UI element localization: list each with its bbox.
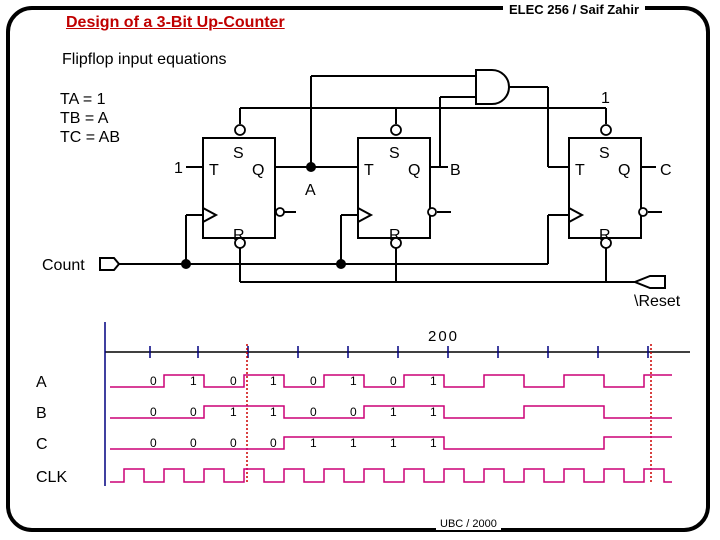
signal-c-value: 0 bbox=[150, 436, 157, 450]
signal-c-value: 0 bbox=[230, 436, 237, 450]
signal-c-name: C bbox=[36, 436, 48, 453]
signal-b-value: 1 bbox=[390, 405, 397, 419]
output-c-label: C bbox=[660, 162, 672, 179]
signal-a-name: A bbox=[36, 374, 47, 391]
equation-tc: TC = AB bbox=[60, 129, 121, 146]
flipflop-c-q-label: Q bbox=[618, 162, 630, 179]
signal-b-value: 0 bbox=[350, 405, 357, 419]
net-a-label: A bbox=[305, 182, 316, 199]
subtitle: Flipflop input equations bbox=[62, 51, 227, 68]
signal-c-value: 0 bbox=[190, 436, 197, 450]
clock-waveform bbox=[110, 468, 672, 483]
output-b-label: B bbox=[450, 162, 461, 179]
signal-b-value: 0 bbox=[190, 405, 197, 419]
signal-b-value: 1 bbox=[270, 405, 277, 419]
signal-b-value: 1 bbox=[230, 405, 237, 419]
slide-title: Design of a 3-Bit Up-Counter bbox=[66, 14, 285, 31]
footer-label: UBC / 2000 bbox=[436, 518, 501, 530]
flipflop-b-q-label: Q bbox=[408, 162, 420, 179]
clock-name: CLK bbox=[36, 469, 67, 486]
signal-a-waveform bbox=[110, 374, 672, 388]
flipflop-b-r-label: R bbox=[389, 227, 401, 244]
signal-a-value: 0 bbox=[150, 374, 157, 388]
flipflop-a-r-label: R bbox=[233, 227, 245, 244]
equation-tb: TB = A bbox=[60, 110, 109, 127]
signal-c-value: 1 bbox=[430, 436, 437, 450]
flipflop-c-r-label: R bbox=[599, 227, 611, 244]
junction-dots bbox=[181, 162, 346, 269]
flipflop-a-s-label: S bbox=[233, 145, 244, 162]
signal-c-value: 1 bbox=[310, 436, 317, 450]
signal-a-value: 0 bbox=[230, 374, 237, 388]
signal-a-value: 0 bbox=[390, 374, 397, 388]
flipflop-b-s-label: S bbox=[389, 145, 400, 162]
equation-ta: TA = 1 bbox=[60, 91, 106, 108]
signal-a-value: 1 bbox=[350, 374, 357, 388]
timing-ticks bbox=[149, 346, 649, 358]
flipflop-a-t-label: T bbox=[209, 162, 219, 179]
signal-a-value: 0 bbox=[310, 374, 317, 388]
flipflop-a-q-label: Q bbox=[252, 162, 264, 179]
inversion-bubbles bbox=[234, 124, 648, 249]
slide-frame bbox=[6, 6, 710, 532]
flipflop-b-t-label: T bbox=[364, 162, 374, 179]
flipflop-c-s-label: S bbox=[599, 145, 610, 162]
signal-c-value: 1 bbox=[350, 436, 357, 450]
signal-b-waveform bbox=[110, 405, 672, 419]
signal-c-waveform bbox=[110, 436, 672, 450]
marker-label: 200 bbox=[428, 328, 459, 345]
circuit-wires bbox=[99, 69, 666, 289]
reset-label: \Reset bbox=[634, 293, 681, 310]
signal-a-value: 1 bbox=[430, 374, 437, 388]
flipflop-c-t-label: T bbox=[575, 162, 585, 179]
circuit-labels: 1 T S Q R T S Q R T S Q R 1 A B C Count … bbox=[42, 90, 681, 310]
const-one-left: 1 bbox=[174, 160, 183, 177]
signal-a-value: 1 bbox=[190, 374, 197, 388]
signal-c-value: 0 bbox=[270, 436, 277, 450]
signal-b-name: B bbox=[36, 405, 47, 422]
signal-b-value: 1 bbox=[430, 405, 437, 419]
signal-a-value: 1 bbox=[270, 374, 277, 388]
signal-c-value: 1 bbox=[390, 436, 397, 450]
const-one-top: 1 bbox=[601, 90, 610, 107]
waveform-values: 0 1 0 1 0 1 0 1 0 0 1 1 0 0 1 1 0 0 0 0 1 1 1 1 bbox=[150, 374, 437, 450]
signal-b-value: 0 bbox=[310, 405, 317, 419]
course-label: ELEC 256 / Saif Zahir bbox=[503, 2, 646, 17]
waveforms bbox=[110, 374, 672, 483]
signal-b-value: 0 bbox=[150, 405, 157, 419]
count-label: Count bbox=[42, 257, 85, 274]
